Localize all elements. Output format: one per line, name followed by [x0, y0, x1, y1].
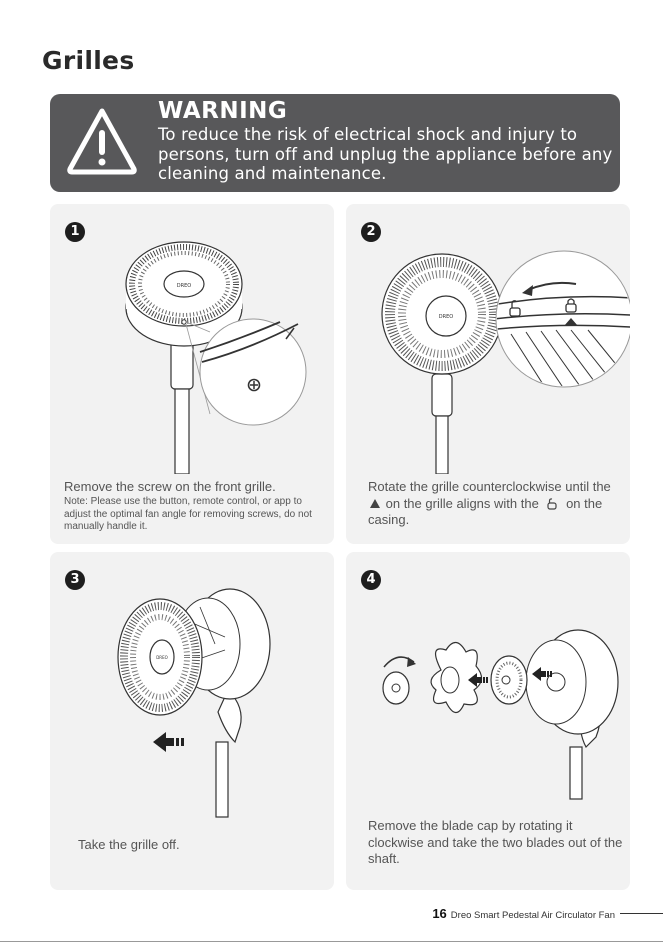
step-3-panel: 3 DREO Take the grille off.: [50, 552, 334, 890]
step-number: 3: [65, 570, 85, 590]
triangle-marker-icon: [370, 498, 380, 508]
unlock-icon: [547, 497, 558, 510]
dreo-logo: DREO: [439, 314, 453, 320]
step-1-note: Note: Please use the button, remote cont…: [64, 496, 312, 532]
warning-text: To reduce the risk of electrical shock a…: [158, 125, 613, 183]
footer-product-name: Dreo Smart Pedestal Air Circulator Fan: [450, 910, 615, 921]
step-4-panel: 4 Remove the bla: [346, 552, 630, 890]
warning-triangle-icon: [67, 108, 137, 175]
step-3-illustration: DREO: [117, 588, 271, 818]
page-number: 16: [432, 906, 447, 921]
warning-box: WARNING To reduce the risk of electrical…: [50, 94, 620, 192]
unlock-icon: [509, 300, 521, 317]
arrow-left-icon: [153, 732, 184, 752]
bottom-rule: [0, 941, 663, 942]
lock-icon: [565, 298, 577, 313]
step-1-caption: Remove the screw on the front grille.: [64, 479, 276, 494]
footer-rule: [620, 913, 663, 914]
step-number: 4: [361, 570, 381, 590]
step-number: 1: [65, 222, 85, 242]
arrow-left-icon: [532, 667, 552, 681]
step-3-caption: Take the grille off.: [78, 837, 180, 852]
page-title: Grilles: [42, 46, 135, 75]
dreo-logo: DREO: [177, 283, 191, 289]
step-4-caption: Remove the blade cap by rotating it cloc…: [368, 818, 623, 866]
step-2-caption: Rotate the grille counterclockwise until…: [368, 479, 611, 527]
step-number: 2: [361, 222, 381, 242]
step-1-illustration: DREO: [125, 241, 307, 474]
step-2-illustration: DREO: [381, 250, 630, 474]
step-1-panel: 1 DREO Remove the screw on the front gri…: [50, 204, 334, 544]
arrow-left-icon: [468, 673, 488, 687]
warning-heading: WARNING: [158, 98, 288, 124]
step-2-panel: 2 DREO: [346, 204, 630, 544]
dreo-logo: DREO: [156, 655, 168, 660]
step-4-illustration: [382, 629, 619, 800]
